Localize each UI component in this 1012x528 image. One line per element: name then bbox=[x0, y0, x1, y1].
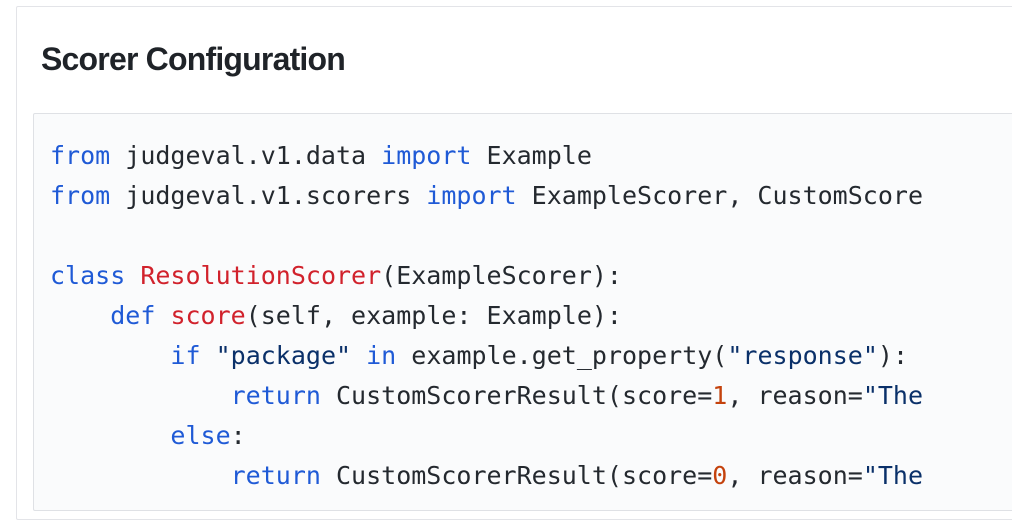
code-token: return bbox=[230, 381, 321, 410]
code-token: (self, example: Example): bbox=[245, 301, 622, 330]
code-token: ResolutionScorer bbox=[140, 261, 382, 290]
code-token bbox=[50, 461, 231, 490]
code-token: (ExampleScorer): bbox=[381, 261, 622, 290]
code-token: CustomScorerResult(score= bbox=[320, 381, 713, 410]
code-token bbox=[201, 341, 216, 370]
code-token: if bbox=[170, 341, 201, 370]
code-token: example.get_property( bbox=[396, 341, 728, 370]
code-token bbox=[50, 341, 170, 370]
code-token: judgeval.v1.scorers bbox=[110, 181, 427, 210]
code-token: from bbox=[50, 141, 111, 170]
code-token: ): bbox=[877, 341, 908, 370]
code-token bbox=[155, 301, 170, 330]
code-token: "The bbox=[862, 381, 924, 410]
code-token: import bbox=[381, 141, 472, 170]
code-line: from judgeval.v1.data import Example bbox=[50, 136, 923, 176]
code-line: def score(self, example: Example): bbox=[50, 296, 923, 336]
scorer-configuration-panel: Scorer Configuration from judgeval.v1.da… bbox=[16, 6, 1012, 520]
code-token: "package" bbox=[215, 341, 352, 370]
code-token: judgeval.v1.data bbox=[110, 141, 382, 170]
code-token: , reason= bbox=[727, 461, 863, 490]
code-token: def bbox=[110, 301, 156, 330]
code-token: score bbox=[170, 301, 246, 330]
code-token: 0 bbox=[712, 461, 728, 490]
code-token: ExampleScorer, CustomScore bbox=[516, 181, 923, 210]
panel-title: Scorer Configuration bbox=[41, 41, 346, 77]
code-token: "response" bbox=[727, 341, 878, 370]
code-token bbox=[50, 421, 170, 450]
code-token: : bbox=[230, 421, 246, 450]
code-line: if "package" in example.get_property("re… bbox=[50, 336, 923, 376]
code-token: in bbox=[366, 341, 397, 370]
code-token: return bbox=[230, 461, 321, 490]
code-line: return CustomScorerResult(score=1, reaso… bbox=[50, 376, 923, 416]
code-token bbox=[351, 341, 366, 370]
code-token: else bbox=[170, 421, 231, 450]
code-token: 1 bbox=[712, 381, 728, 410]
code-line bbox=[50, 216, 923, 256]
code-token: from bbox=[50, 181, 111, 210]
code-line: from judgeval.v1.scorers import ExampleS… bbox=[50, 176, 923, 216]
code-token bbox=[50, 301, 110, 330]
code-token: CustomScorerResult(score= bbox=[320, 461, 713, 490]
code-line: class ResolutionScorer(ExampleScorer): bbox=[50, 256, 923, 296]
code-token: Example bbox=[471, 141, 592, 170]
code-token: class bbox=[50, 261, 126, 290]
code-token bbox=[125, 261, 140, 290]
code-token: import bbox=[426, 181, 517, 210]
code-token: , reason= bbox=[727, 381, 863, 410]
code-line: return CustomScorerResult(score=0, reaso… bbox=[50, 456, 923, 496]
code-line: else: bbox=[50, 416, 923, 456]
code-token bbox=[50, 381, 231, 410]
code-token: "The bbox=[862, 461, 924, 490]
